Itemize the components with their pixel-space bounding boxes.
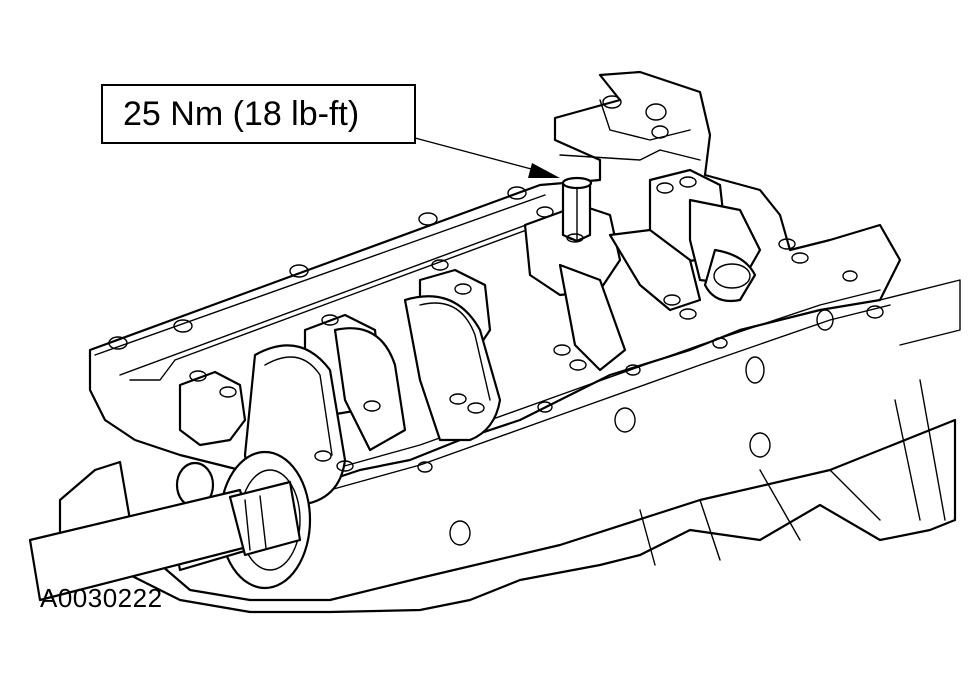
casting-holes [108,95,884,546]
crankshaft-snout [28,450,312,602]
crankshaft [243,198,762,507]
torque-specification: 25 Nm (18 lb-ft) [123,95,360,133]
cap-bolts [189,176,809,472]
torque-callout-box: 25 Nm (18 lb-ft) [101,84,416,144]
lower-block-casting [58,279,961,614]
figure-identifier: A0030222 [40,583,163,613]
callout-leader-arrow [414,137,560,178]
stud-bolt [561,176,593,243]
